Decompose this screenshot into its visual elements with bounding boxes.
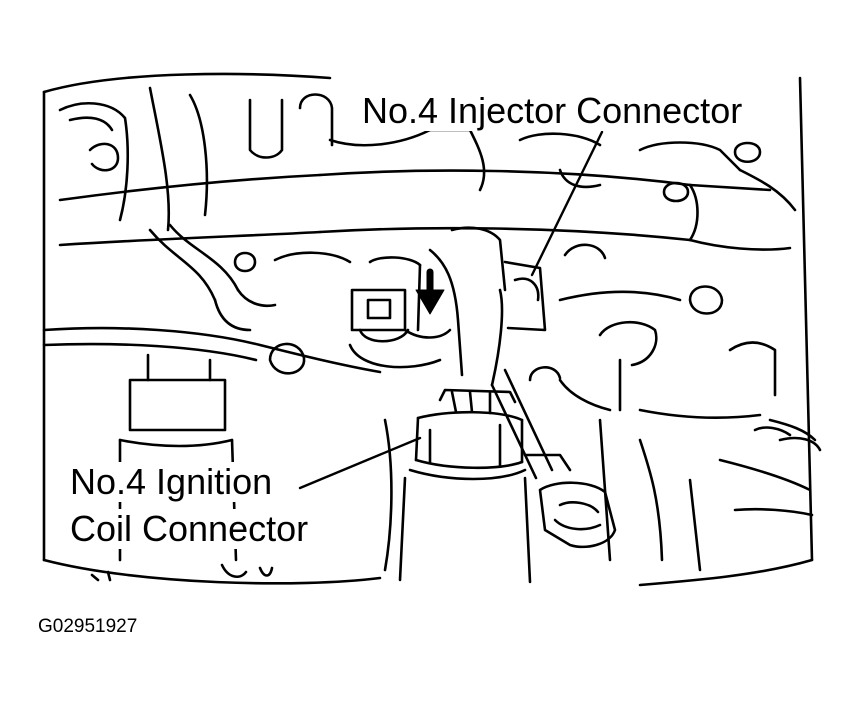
lower-right-structures (558, 378, 822, 572)
ignition-coil-assembly (383, 388, 532, 584)
engine-block-upper (58, 86, 797, 232)
scene-boundary (42, 72, 814, 587)
ignition-coil-label-line-1: No.4 Ignition (66, 462, 277, 502)
injector-connector-assembly (348, 226, 547, 387)
injector-leader-line (530, 130, 604, 277)
injector-connector-label: No.4 Injector Connector (358, 91, 747, 131)
angled-hose (490, 368, 617, 549)
cylinder-head-mid (42, 243, 817, 442)
push-arrow (415, 268, 445, 315)
ignition-coil-label-line-2: Coil Connector (66, 509, 313, 549)
ignition-coil-leader-line (298, 436, 422, 490)
figure-code: G02951927 (38, 616, 138, 637)
wire-harness (148, 223, 352, 332)
fuel-delivery-pipe (58, 169, 792, 251)
